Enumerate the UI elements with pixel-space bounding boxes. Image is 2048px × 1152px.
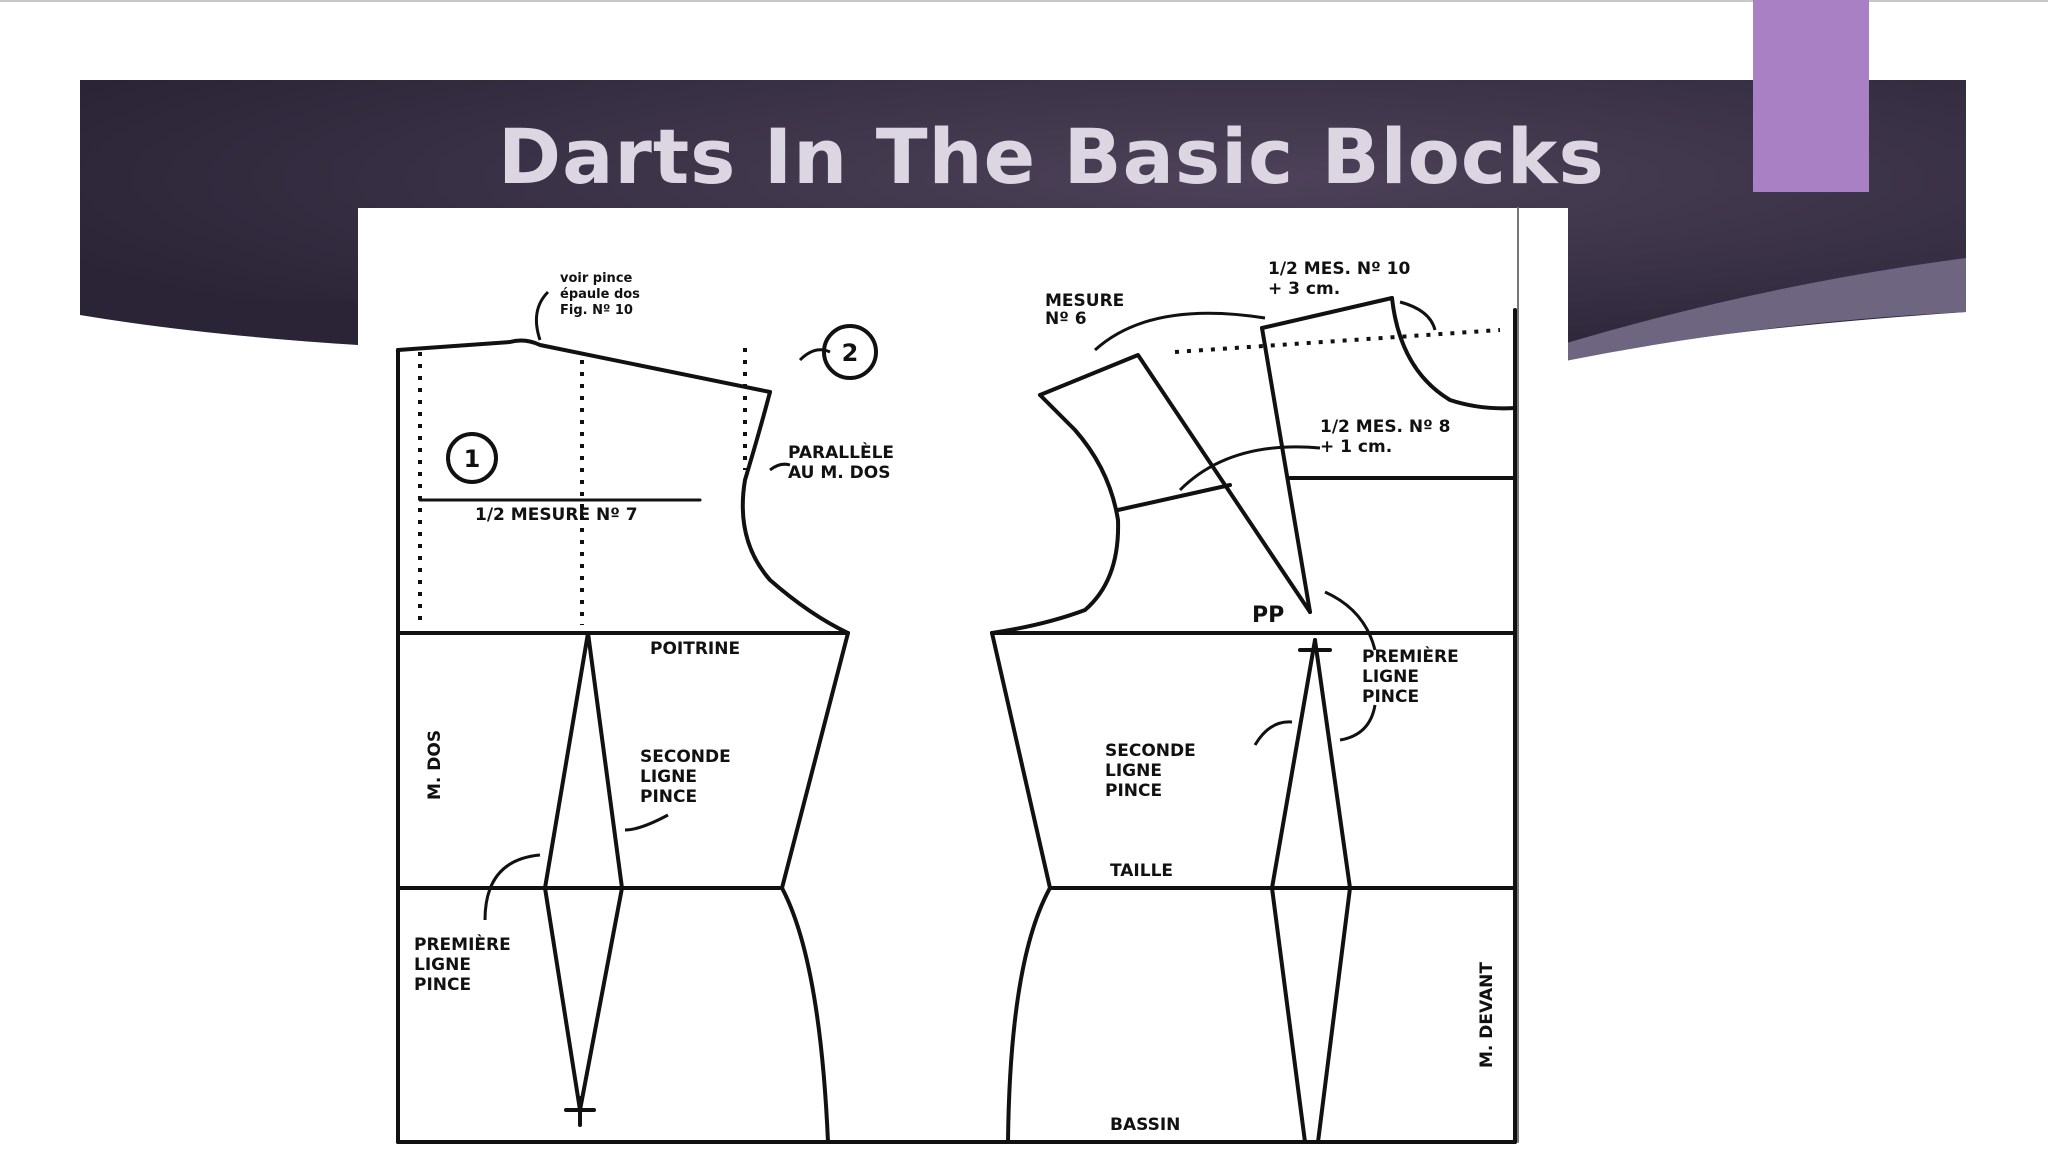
banner-left-tail — [80, 300, 358, 345]
banner-swoosh — [1560, 258, 1966, 362]
diagram-panel — [358, 208, 1568, 1152]
slide-title: Darts In The Basic Blocks — [498, 112, 1605, 201]
accent-tab — [1753, 0, 1869, 192]
